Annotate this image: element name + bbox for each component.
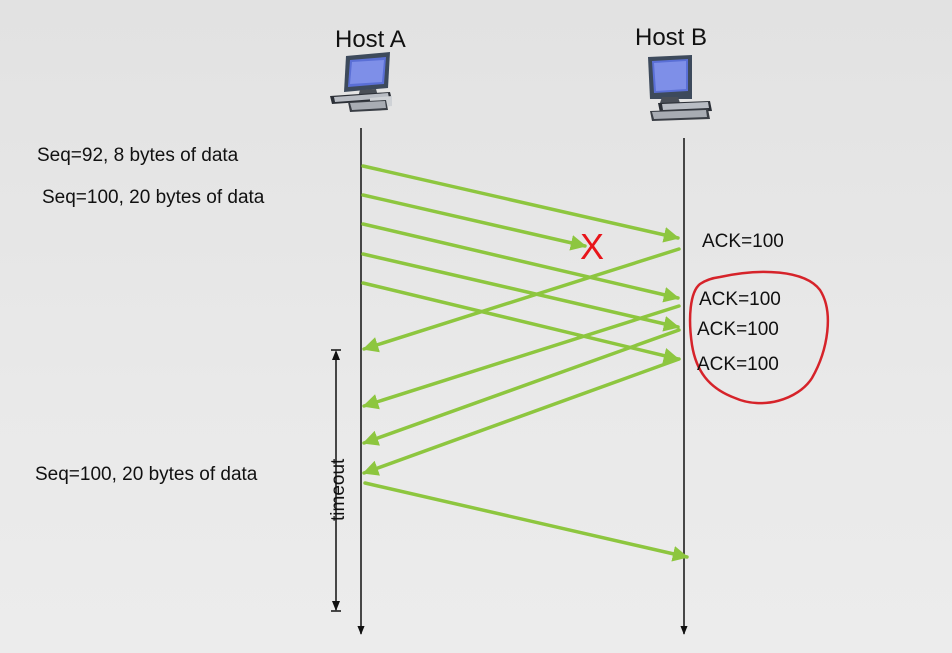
ack-arrow-3	[362, 328, 681, 446]
seq-92-label: Seq=92, 8 bytes of data	[37, 145, 239, 166]
ack-arrows	[362, 247, 681, 476]
ack-label-1: ACK=100	[702, 231, 784, 252]
ack-label-2: ACK=100	[699, 289, 781, 310]
segment-seq92	[361, 164, 680, 243]
seq-100-retransmit-label: Seq=100, 20 bytes of data	[35, 464, 258, 485]
host-b-label: Host B	[635, 24, 708, 51]
seq-100-label: Seq=100, 20 bytes of data	[42, 187, 265, 208]
data-segment-arrows	[361, 164, 689, 562]
ack-label-3: ACK=100	[697, 319, 779, 340]
timeout-interval	[331, 349, 341, 612]
duplicate-acks-highlight	[688, 270, 830, 405]
host-a-label: Host A	[335, 26, 406, 53]
segment-4	[361, 252, 680, 332]
host-b-computer-icon	[648, 55, 712, 121]
timeout-label: timeout	[328, 458, 349, 521]
ack-arrow-4	[362, 357, 681, 476]
lost-segment-marker: X	[580, 226, 605, 267]
ack-arrow-1	[362, 247, 681, 353]
segment-retransmit	[363, 481, 689, 562]
segment-5	[361, 281, 680, 364]
host-a-computer-icon	[330, 52, 392, 112]
segment-3	[361, 222, 680, 303]
ack-label-4: ACK=100	[697, 354, 779, 375]
ack-arrow-2	[362, 304, 681, 410]
segment-seq100-lost	[361, 193, 587, 251]
